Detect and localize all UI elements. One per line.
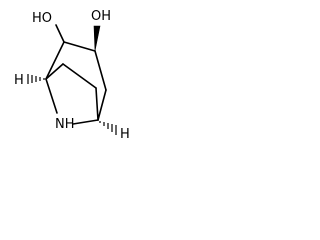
bond-c5-c1 (97, 89, 107, 121)
hashed-bond-right-h (99, 121, 117, 135)
bond-c7-c6 (62, 63, 97, 89)
stereo-h-left-label: H (14, 73, 24, 88)
bond-c6-c1 (95, 87, 99, 121)
hashed-bond-left-h (27, 74, 45, 84)
bond-c2-c7 (45, 63, 64, 80)
bond-c3-o-left (55, 24, 65, 43)
bond-n-c1 (72, 119, 99, 125)
bond-c4-c5 (94, 50, 107, 91)
hydroxyl-left-label: HO (32, 11, 52, 26)
amine-nh-label: NH (55, 117, 75, 132)
bond-c2-n (45, 78, 58, 114)
wedge-bond-c4-o-right (93, 25, 101, 52)
bond-c3-c2 (45, 41, 65, 80)
hydroxyl-right-label: OH (91, 9, 111, 24)
bond-c3-c4 (63, 41, 96, 52)
molecule-structure: HO OH NH H H (14, 9, 130, 142)
stereo-h-right-label: H (120, 127, 130, 142)
